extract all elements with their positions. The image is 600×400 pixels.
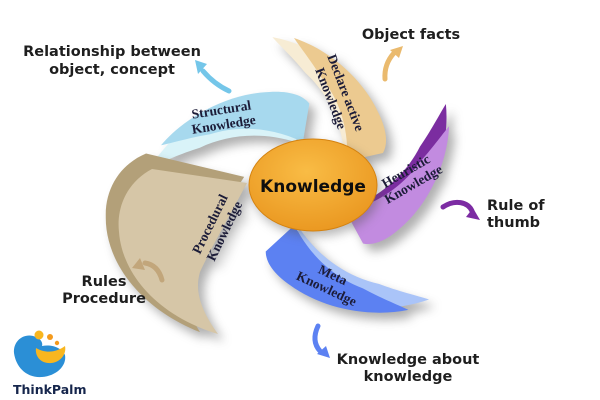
declare-arrowhead-icon	[390, 46, 403, 58]
meta-arrow-tail	[312, 323, 323, 354]
procedural-arrow	[132, 258, 165, 283]
logo-dot-large	[34, 330, 44, 340]
procedural-annotation-line2: Procedure	[62, 291, 146, 307]
structural-arrow-tail	[200, 68, 232, 94]
declare-arrow-tail	[382, 50, 397, 82]
thinkpalm-logo: ThinkPalm	[13, 330, 87, 397]
heuristic-annotation-line2: thumb	[487, 215, 540, 231]
center-ellipse	[248, 138, 378, 232]
logo-dot-medium	[47, 334, 53, 340]
heuristic-annotation-line1: Rule of	[487, 198, 545, 214]
petal-meta-front	[265, 225, 409, 313]
heuristic-arrow-tail	[440, 199, 475, 214]
meta-arrow	[312, 323, 330, 358]
heuristic-annotation: Rule of thumb	[487, 198, 545, 231]
petal-structural-front	[160, 91, 310, 146]
procedural-arrowhead-icon	[132, 258, 145, 270]
procedural-arrow-tail	[142, 260, 165, 283]
declare-annotation: Object facts	[362, 27, 460, 43]
heuristic-arrow	[440, 199, 480, 220]
meta-annotation-line1: Knowledge about	[337, 352, 480, 368]
procedural-annotation-line1: Rules	[82, 274, 127, 290]
meta-annotation-line2: knowledge	[364, 369, 453, 385]
declare-arrow	[382, 46, 403, 82]
petal-procedural-front	[118, 169, 247, 334]
logo-wordmark: ThinkPalm	[13, 382, 87, 397]
structural-arrow	[195, 60, 232, 94]
logo-dot-small	[54, 340, 60, 346]
petal-heuristic-front	[345, 126, 450, 245]
meta-annotation: Knowledge about knowledge	[337, 352, 480, 385]
logo-crescent-icon	[35, 346, 66, 364]
structural-annotation: Relationship between object, concept	[23, 44, 201, 78]
petal-procedural: Procedural Knowledge	[105, 153, 247, 334]
declare-annotation-line1: Object facts	[362, 27, 460, 43]
center-label: Knowledge	[260, 177, 366, 197]
heuristic-arrowhead-icon	[466, 208, 480, 220]
petal-declare-front	[294, 38, 387, 161]
procedural-annotation: Rules Procedure	[62, 274, 146, 307]
structural-annotation-line1: Relationship between	[23, 44, 201, 60]
structural-arrowhead-icon	[195, 60, 207, 74]
center-node: Knowledge	[248, 138, 378, 232]
meta-arrowhead-icon	[317, 346, 330, 358]
structural-annotation-line2: object, concept	[49, 62, 175, 78]
